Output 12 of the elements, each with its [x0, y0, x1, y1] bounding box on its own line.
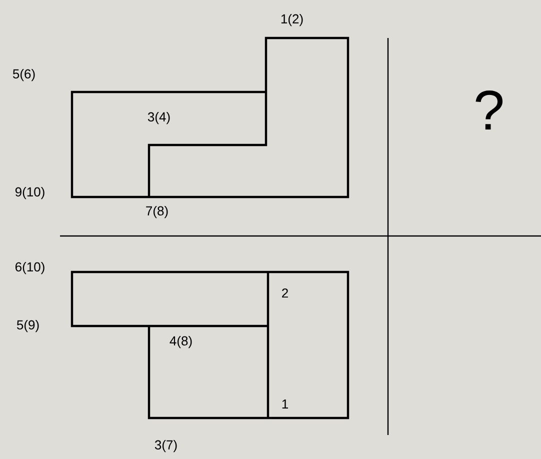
- corner-label: 3(4): [148, 112, 170, 124]
- corner-label: 5(9): [16, 320, 39, 332]
- corner-label: 4(8): [170, 336, 192, 348]
- corner-label: 9(10): [15, 186, 44, 200]
- corner-label: 1: [282, 400, 288, 408]
- corner-label: 7(8): [146, 206, 168, 218]
- corner-label: 5(6): [12, 68, 35, 82]
- question-mark: ?: [476, 90, 502, 130]
- corner-label: 1(2): [281, 14, 303, 26]
- corner-label: 2: [282, 288, 288, 298]
- corner-label: 6(10): [15, 262, 44, 274]
- corner-label: 3(7): [154, 440, 177, 452]
